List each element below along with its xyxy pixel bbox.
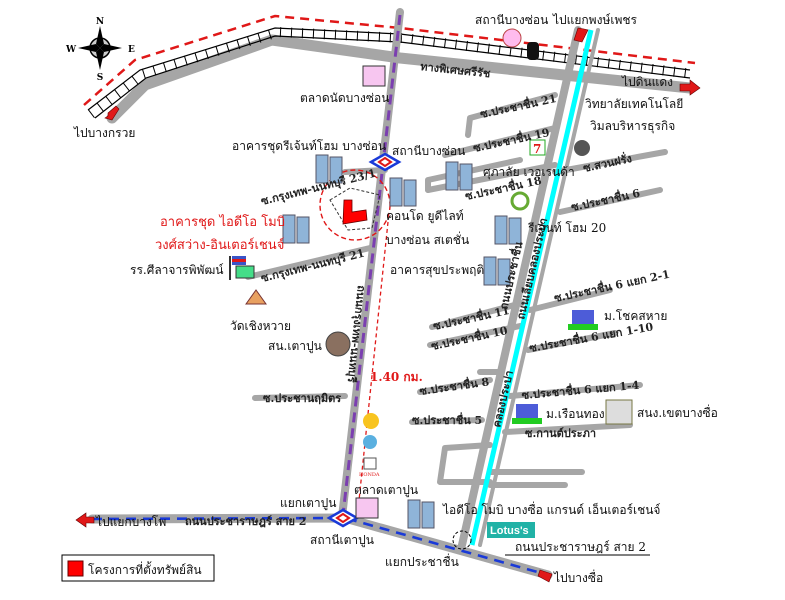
- soi-suan-farang-label: ซ.สวนฝรั่ง: [582, 150, 633, 175]
- chokchai-village-label: ม.โชคสหาย: [604, 309, 667, 323]
- krungsri-bank-icon: [363, 413, 379, 429]
- pracharat-sai2-right-label: ถนนประชาราษฎร์ สาย 2: [515, 540, 646, 554]
- svg-text:7: 7: [533, 142, 541, 156]
- arrow-bang-pho-icon: [75, 512, 95, 528]
- lotus-logo: Lotus's: [487, 522, 535, 538]
- soi-pc21-label: ซ.ประชาชื่น 21: [479, 90, 558, 121]
- to-bang-kruai-label: ไปบางกรวย: [73, 126, 135, 140]
- wat-label: วัดเชิงหวาย: [230, 319, 291, 333]
- school-label: รร.ศีลาจารพิพัฒน์: [130, 263, 224, 277]
- svg-text:Lotus's: Lotus's: [490, 525, 529, 537]
- arrow-bang-sue-icon: [537, 569, 553, 583]
- building-icon: [483, 256, 511, 286]
- project-lot-outline: [329, 187, 381, 231]
- college-line2: วิมลบริหารธุรกิจ: [590, 119, 675, 134]
- graduate-icon: [574, 140, 590, 156]
- building-icon: [389, 177, 417, 207]
- building-icon: [315, 154, 343, 184]
- compass-rose-icon: N S E W: [65, 17, 135, 83]
- market-tao-pun-icon: [355, 497, 379, 519]
- rail-logo-icon: [502, 28, 522, 48]
- mrt-tao-pun-icon: [326, 508, 360, 528]
- u-delight-line1: คอนโด ยูดีไลท์: [386, 209, 464, 224]
- red-rail-line: [83, 14, 696, 106]
- soi-pc6-label: ซ.ประชาชื่น 6: [570, 185, 642, 214]
- soi-pc6-1-4-label: ซ.ประชาชื่น 6 แยก 1-4: [521, 377, 640, 402]
- yaek-tao-pun-label: แยกเตาปูน: [280, 496, 336, 511]
- regent-home-20-label: รีเจ้นท์ โฮม 20: [527, 221, 606, 235]
- police-station-label: สน.เตาปูน: [268, 339, 322, 354]
- soi-pc6-2-1-label: ซ.ประชาชื่น 6 แยก 2-1: [553, 266, 671, 305]
- soi-pracha-namit-label: ซ.ประชานฤมิตร: [263, 392, 341, 405]
- market-icon: [362, 65, 386, 87]
- arrow-bang-kruai-icon: [104, 105, 120, 121]
- police-station-icon: [325, 331, 351, 357]
- arrow-phong-phet-icon: [573, 27, 589, 43]
- bang-son-rail-station-label: สถานีบางซ่อน: [475, 13, 548, 27]
- village-icon: [512, 404, 542, 424]
- honda-text: HONDA: [359, 472, 380, 478]
- to-bang-sue-label: ไปบางซื่อ: [553, 569, 603, 585]
- distance-line: [357, 221, 389, 511]
- to-bang-pho-label: ไปแยกบางโพ: [95, 515, 166, 529]
- project-marker-icon: [342, 199, 368, 225]
- legend: โครงการที่ตั้งทรัพย์สิน: [61, 554, 215, 582]
- distance-label: 1.40 กม.: [370, 370, 423, 384]
- building-icons: [282, 154, 522, 529]
- school-flag-icon: [229, 256, 255, 280]
- blue-bus-line: [91, 516, 549, 577]
- ruen-thong-village-label: ม.เรือนทอง: [546, 407, 605, 421]
- building-icon: [407, 499, 435, 529]
- prachachuen-road: [458, 26, 582, 549]
- train-icon: [527, 42, 539, 60]
- tao-pun-station-label: สถานีเตาปูน: [310, 533, 374, 548]
- legend-project-label: โครงการที่ตั้งทรัพย์สิน: [88, 561, 202, 577]
- honda-icon: [363, 457, 377, 470]
- soi-pc8-label: ซ.ประชาชื่น 8: [418, 373, 490, 398]
- regent-home-label: อาคารชุดรีเจ้นท์โฮม บางซ่อน: [232, 139, 386, 154]
- kbank-icon: [363, 435, 377, 449]
- building-icon: [445, 161, 473, 191]
- expressway-road: [106, 34, 696, 124]
- soi-pc5-label: ซ.ประชาชื่น 5: [412, 412, 482, 427]
- building-icon: [494, 215, 522, 245]
- bangchak-icon: [510, 191, 530, 211]
- ideo-grand-label: ไอดีโอ โมบิ บางซื่อ แกรนด์ เอ็นเตอร์เชนจ…: [442, 501, 660, 517]
- compass-n: N: [96, 17, 104, 27]
- soi-kan-prapa-label: ซ.กานต์ประภา: [525, 427, 596, 440]
- talat-tao-pun-label: ตลาดเตาปูน: [354, 483, 418, 498]
- soi-roads: [245, 92, 668, 488]
- district-office-icon: [605, 399, 633, 425]
- project-name-line2: วงศ์สว่าง-อินเตอร์เชนจ์: [155, 237, 284, 253]
- village-icon: [568, 310, 598, 330]
- khlong-prapa-canal: [469, 29, 594, 546]
- suk-prapruet-label: อาคารสุขประพฤติ: [390, 263, 484, 278]
- college-line1: วิทยาลัยเทคโนโลยี: [585, 97, 684, 111]
- supalai-label: ศุภาลัย เวอเรนด้า: [483, 165, 575, 180]
- temple-icon: [245, 289, 267, 305]
- intersection-marker: [452, 530, 472, 550]
- to-din-daeng-label: ไปดินแดง: [621, 75, 673, 89]
- compass-e: E: [128, 45, 135, 55]
- pracharat-sai2-left-label: ถนนประชาราษฎร์ สาย 2: [185, 515, 306, 528]
- talat-nat-bang-son-label: ตลาดนัดบางซ่อน: [300, 91, 389, 105]
- compass-w: W: [65, 45, 77, 55]
- legend-project-swatch: [67, 560, 84, 577]
- yaek-prachachuen-label: แยกประชาชื่น: [385, 553, 459, 569]
- bang-son-mrt-station-label: สถานีบางซ่อน: [392, 144, 465, 158]
- arrow-din-daeng-icon: [679, 79, 701, 96]
- mrt-bang-son-icon: [368, 152, 402, 172]
- district-office-label: สนง.เขตบางซื่อ: [637, 404, 718, 420]
- purple-line-bts: [341, 14, 402, 516]
- u-delight-line2: บางซ่อน สเตชั่น: [386, 231, 469, 247]
- to-phong-phet-label: ไปแยกพงษ์เพชร: [552, 13, 638, 27]
- compass-s: S: [97, 73, 104, 83]
- seven-eleven-icon: 7: [529, 139, 546, 156]
- project-name-line1: อาคารชุด ไอดีโอ โมบิ: [160, 214, 285, 230]
- building-icon: [282, 214, 310, 244]
- railway-track: [87, 26, 694, 119]
- liap-khlong-prapa-road: [478, 28, 600, 547]
